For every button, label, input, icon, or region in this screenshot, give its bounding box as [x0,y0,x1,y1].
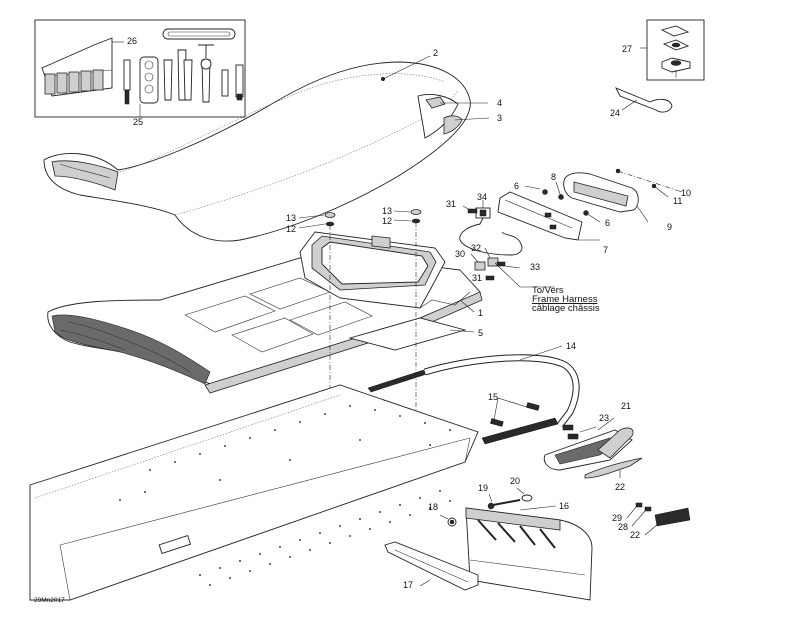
taillight-bracket [497,191,583,241]
leader-5 [449,329,475,333]
leader-14 [519,345,563,361]
bottom-plate [348,317,475,351]
callout-22-top: 22 [615,482,625,492]
callout-31-bottom: 31 [472,273,482,283]
tool-pouch [41,37,113,97]
callout-22-bottom: 22 [630,530,640,540]
callout-14: 14 [566,341,576,351]
hitch-part [543,417,643,479]
cap-assembly-box [640,19,705,81]
callout-7: 7 [603,245,608,255]
callout-18: 18 [428,502,438,512]
seat-base-frame [47,231,483,394]
harness-note-line1: To/Vers [532,285,564,296]
tunnel-panel [29,367,479,601]
spanner-wrench [615,87,673,113]
callout-21: 21 [621,401,631,411]
grab-handle [423,345,580,445]
callout-1: 1 [478,308,483,318]
bumper-fasteners [439,487,691,536]
callout-8: 8 [551,172,556,182]
callout-25: 25 [133,117,143,127]
callout-12-left: 12 [286,224,296,234]
callout-26: 26 [127,36,137,46]
callout-34: 34 [477,192,487,202]
harness-note-line3: câblage châssis [532,303,600,314]
callout-19: 19 [478,483,488,493]
small-tools [221,64,244,101]
callout-13-right: 13 [382,206,392,216]
callout-16: 16 [559,501,569,511]
socket-tool [139,56,159,104]
callout-9: 9 [667,222,672,232]
callout-2: 2 [433,48,438,58]
callout-20: 20 [510,476,520,486]
callout-12-right: 12 [382,216,392,226]
wrench-tools [163,44,214,103]
callout-5: 5 [478,328,483,338]
callout-11: 11 [673,196,682,206]
callout-24: 24 [610,108,620,118]
rear-flap [465,505,593,601]
callout-23: 23 [599,413,609,423]
callout-31-top: 31 [446,199,456,209]
leader-3 [454,117,490,121]
wiring-harness [459,200,555,288]
tunnel-holes [119,405,451,586]
callout-13-left: 13 [286,213,296,223]
screwdriver-tool [123,59,131,105]
callout-6-right: 6 [605,218,610,228]
callout-10: 10 [681,188,691,198]
fastener-group-left [298,212,336,411]
taillight-screws [524,168,683,241]
callout-3: 3 [497,113,502,123]
callout-33: 33 [530,262,540,272]
callout-6-top: 6 [514,181,519,191]
leader-2 [382,55,431,80]
leader-1 [459,299,475,313]
callout-30: 30 [455,249,465,259]
diagram-code: 29Mn2017 [34,597,65,604]
seat-assembly [43,55,490,242]
callout-4: 4 [497,98,502,108]
bolts-15 [490,397,540,427]
spark-plug-strip [162,28,236,40]
harness-note-line2: Frame Harness [532,294,598,305]
tool-kit-box [34,19,246,118]
taillight-lens [563,172,639,213]
callout-32: 32 [471,243,481,253]
callout-labels: 26 25 2 4 3 27 24 13 12 13 12 31 34 6 8 … [34,36,691,604]
callout-15: 15 [488,392,498,402]
callout-17: 17 [403,580,413,590]
bumper-trim [384,541,479,591]
callout-27: 27 [622,44,632,54]
callout-29: 29 [612,513,622,523]
callout-28: 28 [618,522,628,532]
